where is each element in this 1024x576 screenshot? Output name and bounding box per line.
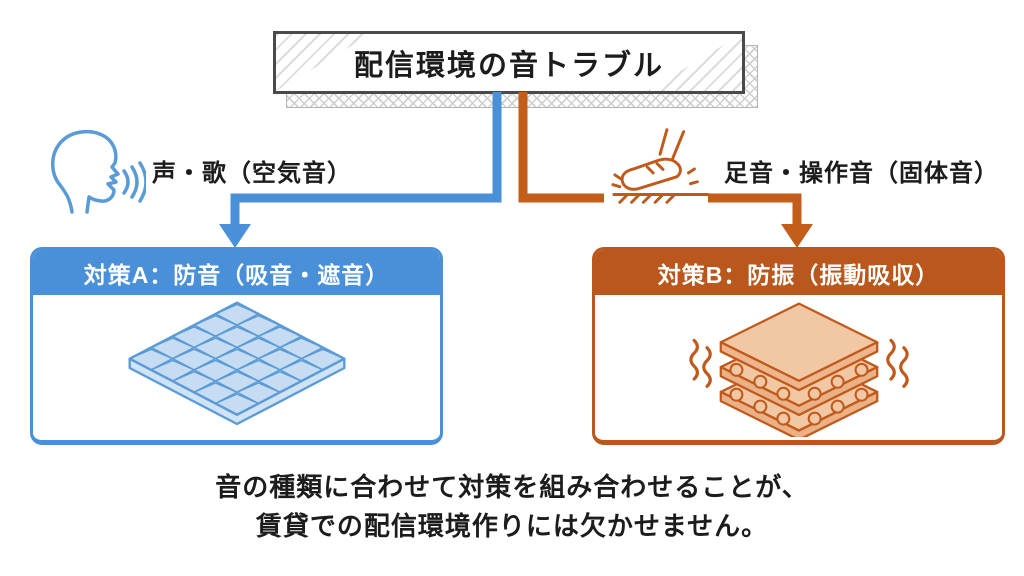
footer-line-2: 賃貸での配信環境作りには欠かせません。 [255,511,769,541]
orange-arrow-head [781,224,813,248]
blue-arrow-head [219,224,251,248]
diagram-title: 配信環境の音トラブル [353,49,664,82]
right-branch-label: 足音・操作音（固体音） [724,160,999,187]
footer-caption: 音の種類に合わせて対策を組み合わせることが、 賃貸での配信環境作りには欠かせませ… [0,468,1024,546]
vibration-pad-illustration [688,301,909,437]
title-box: 配信環境の音トラブル [273,31,745,94]
stomping-foot-icon [611,128,710,204]
acoustic-foam-illustration [128,301,345,425]
footer-line-1: 音の種類に合わせて対策を組み合わせることが、 [215,472,809,502]
countermeasure-b-header: 対策B：防振（振動吸収） [595,250,1002,295]
countermeasure-a-box: 対策A：防音（吸音・遮音） [30,247,443,445]
left-branch-label: 声・歌（空気音） [152,160,352,187]
countermeasure-a-header: 対策A：防音（吸音・遮音） [33,250,440,295]
countermeasure-b-box: 対策B：防振（振動吸収） [592,247,1005,445]
speaking-head-icon [51,129,146,214]
